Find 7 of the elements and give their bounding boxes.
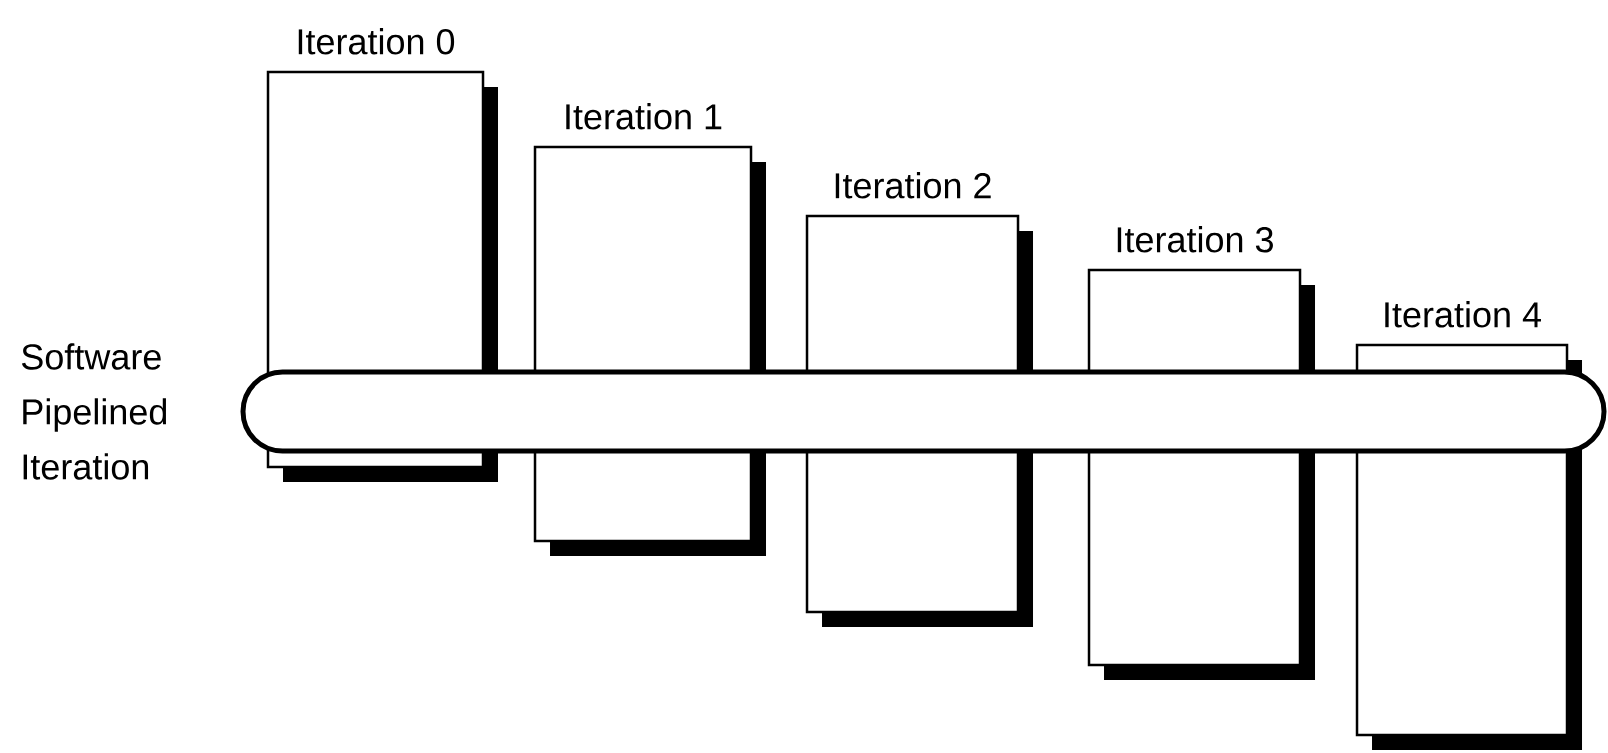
iteration-heading: Iteration 3 — [1117, 226, 1273, 253]
iteration-heading: Iteration 1 — [566, 103, 722, 130]
pipeline-band — [240, 369, 1607, 454]
iteration-heading: Iteration 0 — [298, 28, 455, 55]
iteration-heading: Iteration 2 — [835, 172, 991, 199]
iteration-heading: Iteration 4 — [1385, 301, 1541, 328]
band-label: Software Pipelined Iteration — [21, 343, 167, 480]
